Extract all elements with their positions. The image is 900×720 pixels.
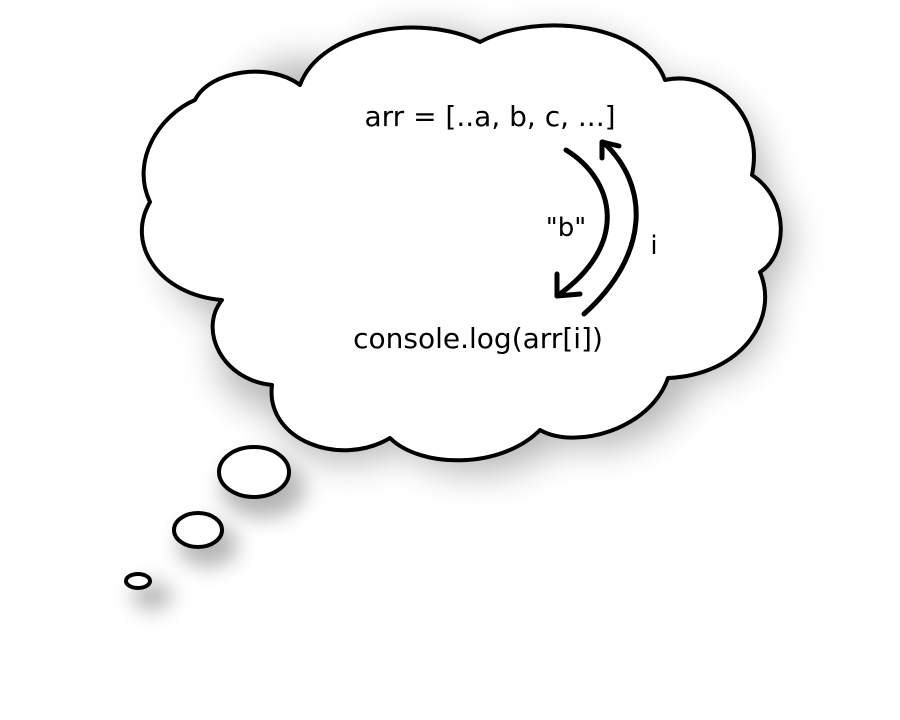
index-label: i [650, 231, 657, 261]
curved-arrow-up-icon [581, 139, 639, 317]
curved-arrow-down-icon [554, 147, 610, 299]
value-label: "b" [546, 213, 586, 243]
thought-bubble-large [217, 445, 291, 499]
console-log-statement: console.log(arr[i]) [353, 322, 603, 355]
array-definition: arr = [..a, b, c, ...] [364, 100, 615, 133]
thought-bubble-medium [172, 511, 224, 549]
thought-bubble-small [124, 572, 152, 590]
thought-cloud [139, 23, 783, 463]
